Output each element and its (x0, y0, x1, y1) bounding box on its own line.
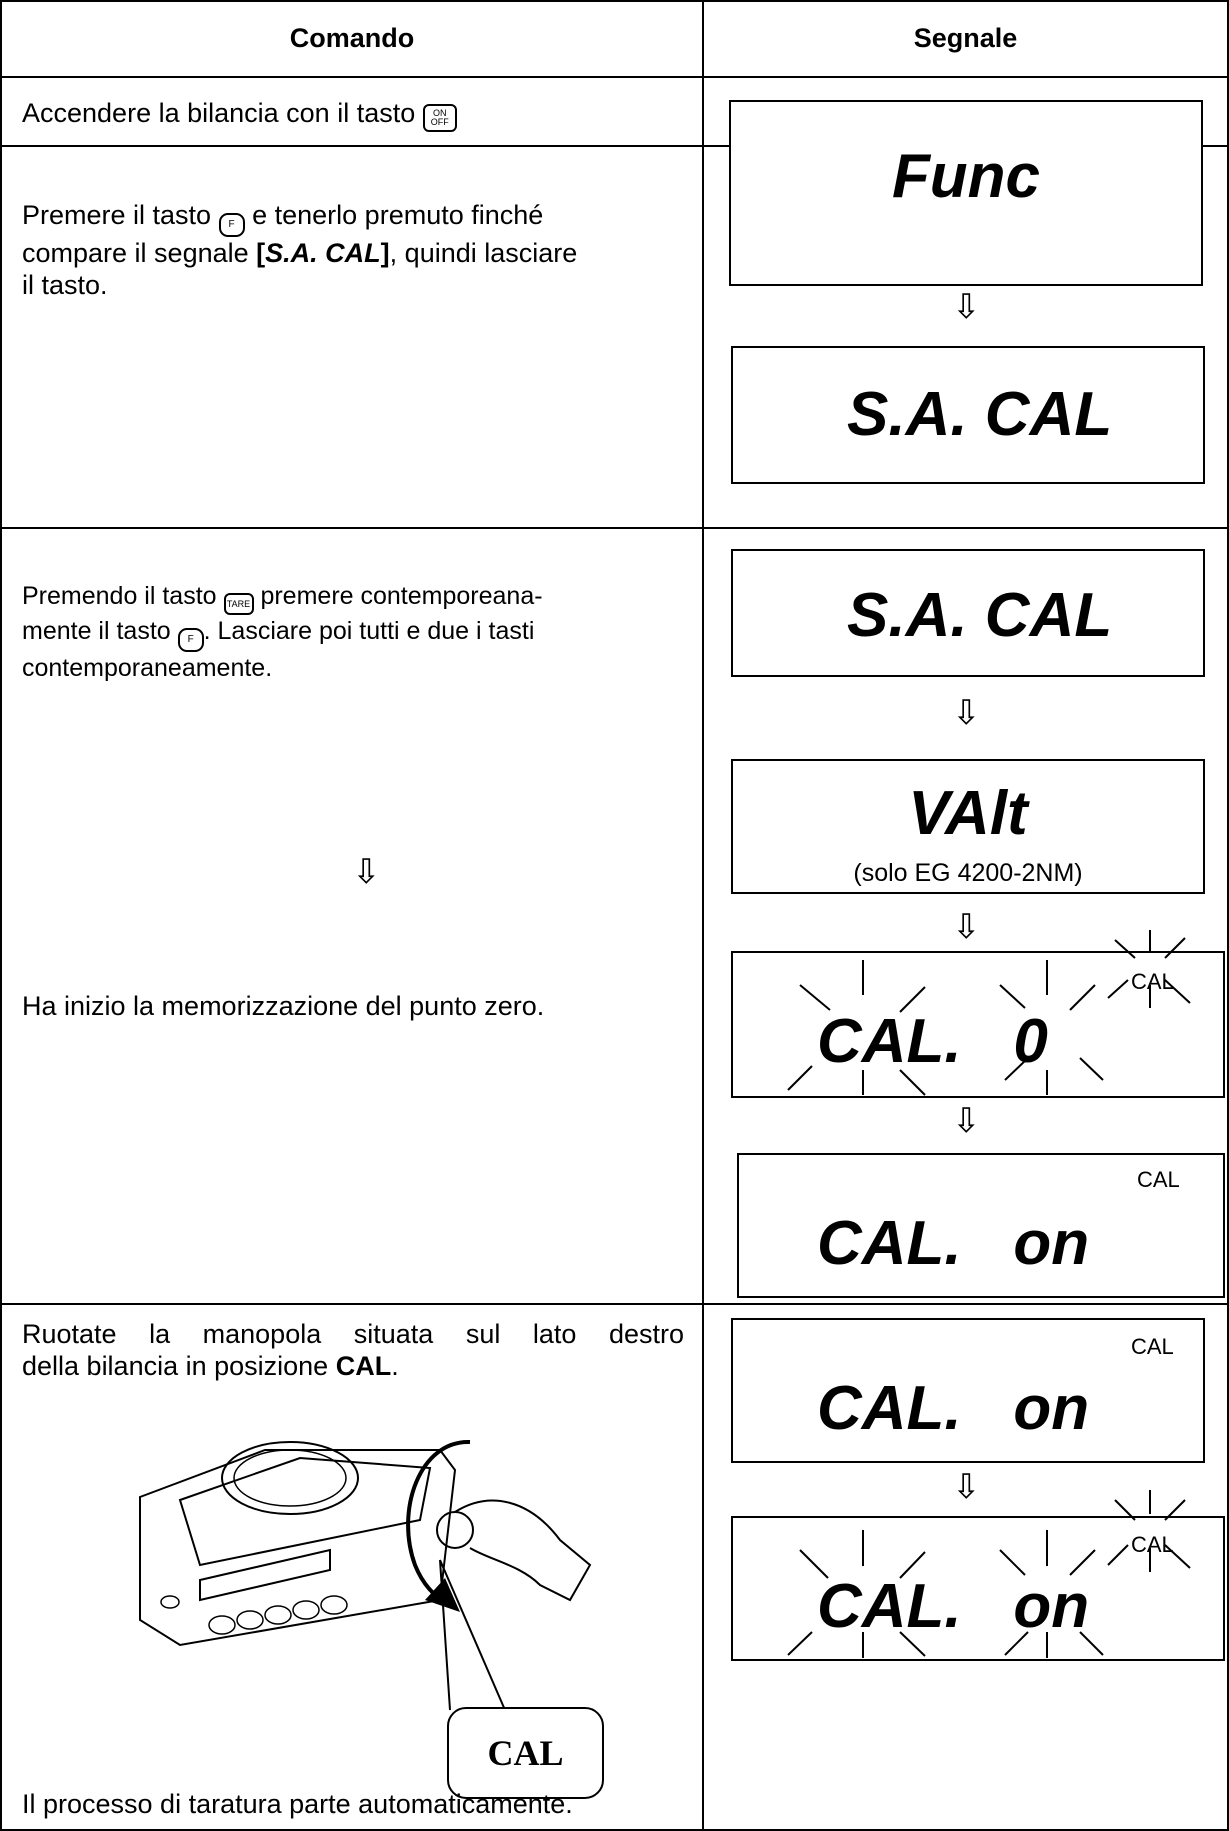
row4-auto-text: Il processo di taratura parte automatica… (22, 1789, 573, 1819)
display-sa-cal: S.A. CAL (731, 346, 1205, 484)
display-func: Func (729, 100, 1203, 286)
row3-zero-point-text: Ha inizio la memorizzazione del punto ze… (22, 991, 545, 1021)
row2-command: Premere il tasto F e tenerlo premuto fin… (22, 200, 578, 300)
header-command: Comando (289, 23, 415, 53)
row3-command: Premendo il tasto TARE premere contempor… (22, 582, 543, 682)
cal-indicator: CAL (1131, 969, 1174, 994)
arrow-down-icon: ⇩ (952, 694, 981, 732)
balance-illustration (139, 1439, 604, 1799)
display-cal-on-blinking: CAL. on CAL (731, 1516, 1225, 1661)
f-key-icon: F (218, 213, 245, 237)
cal-callout-label: CAL (487, 1733, 564, 1773)
cal-indicator: CAL (1137, 1167, 1180, 1192)
f-key-icon: F (177, 628, 204, 652)
display-cal-0-blinking: CAL. 0 CAL (731, 951, 1225, 1098)
arrow-down-icon: ⇩ (952, 288, 981, 326)
arrow-down-icon: ⇩ (952, 1468, 981, 1506)
tare-key-icon: TARE (223, 593, 254, 615)
display-sa-cal-2: S.A. CAL (731, 549, 1205, 677)
cal-indicator: CAL (1131, 1532, 1174, 1557)
valt-note: (solo EG 4200-2NM) (853, 859, 1083, 887)
arrow-down-icon: ⇩ (952, 908, 981, 946)
display-cal-on-2: CAL. on CAL (731, 1318, 1205, 1463)
arrow-down-icon: ⇩ (352, 853, 381, 891)
cal-indicator: CAL (1131, 1334, 1174, 1359)
header-signal: Segnale (913, 23, 1018, 53)
display-valt: VAlt (solo EG 4200-2NM) (731, 759, 1205, 894)
arrow-down-icon: ⇩ (952, 1102, 981, 1140)
display-cal-on: CAL. on CAL (737, 1153, 1225, 1298)
row4-command: Ruotate la manopola situata sul lato des… (22, 1319, 684, 1381)
